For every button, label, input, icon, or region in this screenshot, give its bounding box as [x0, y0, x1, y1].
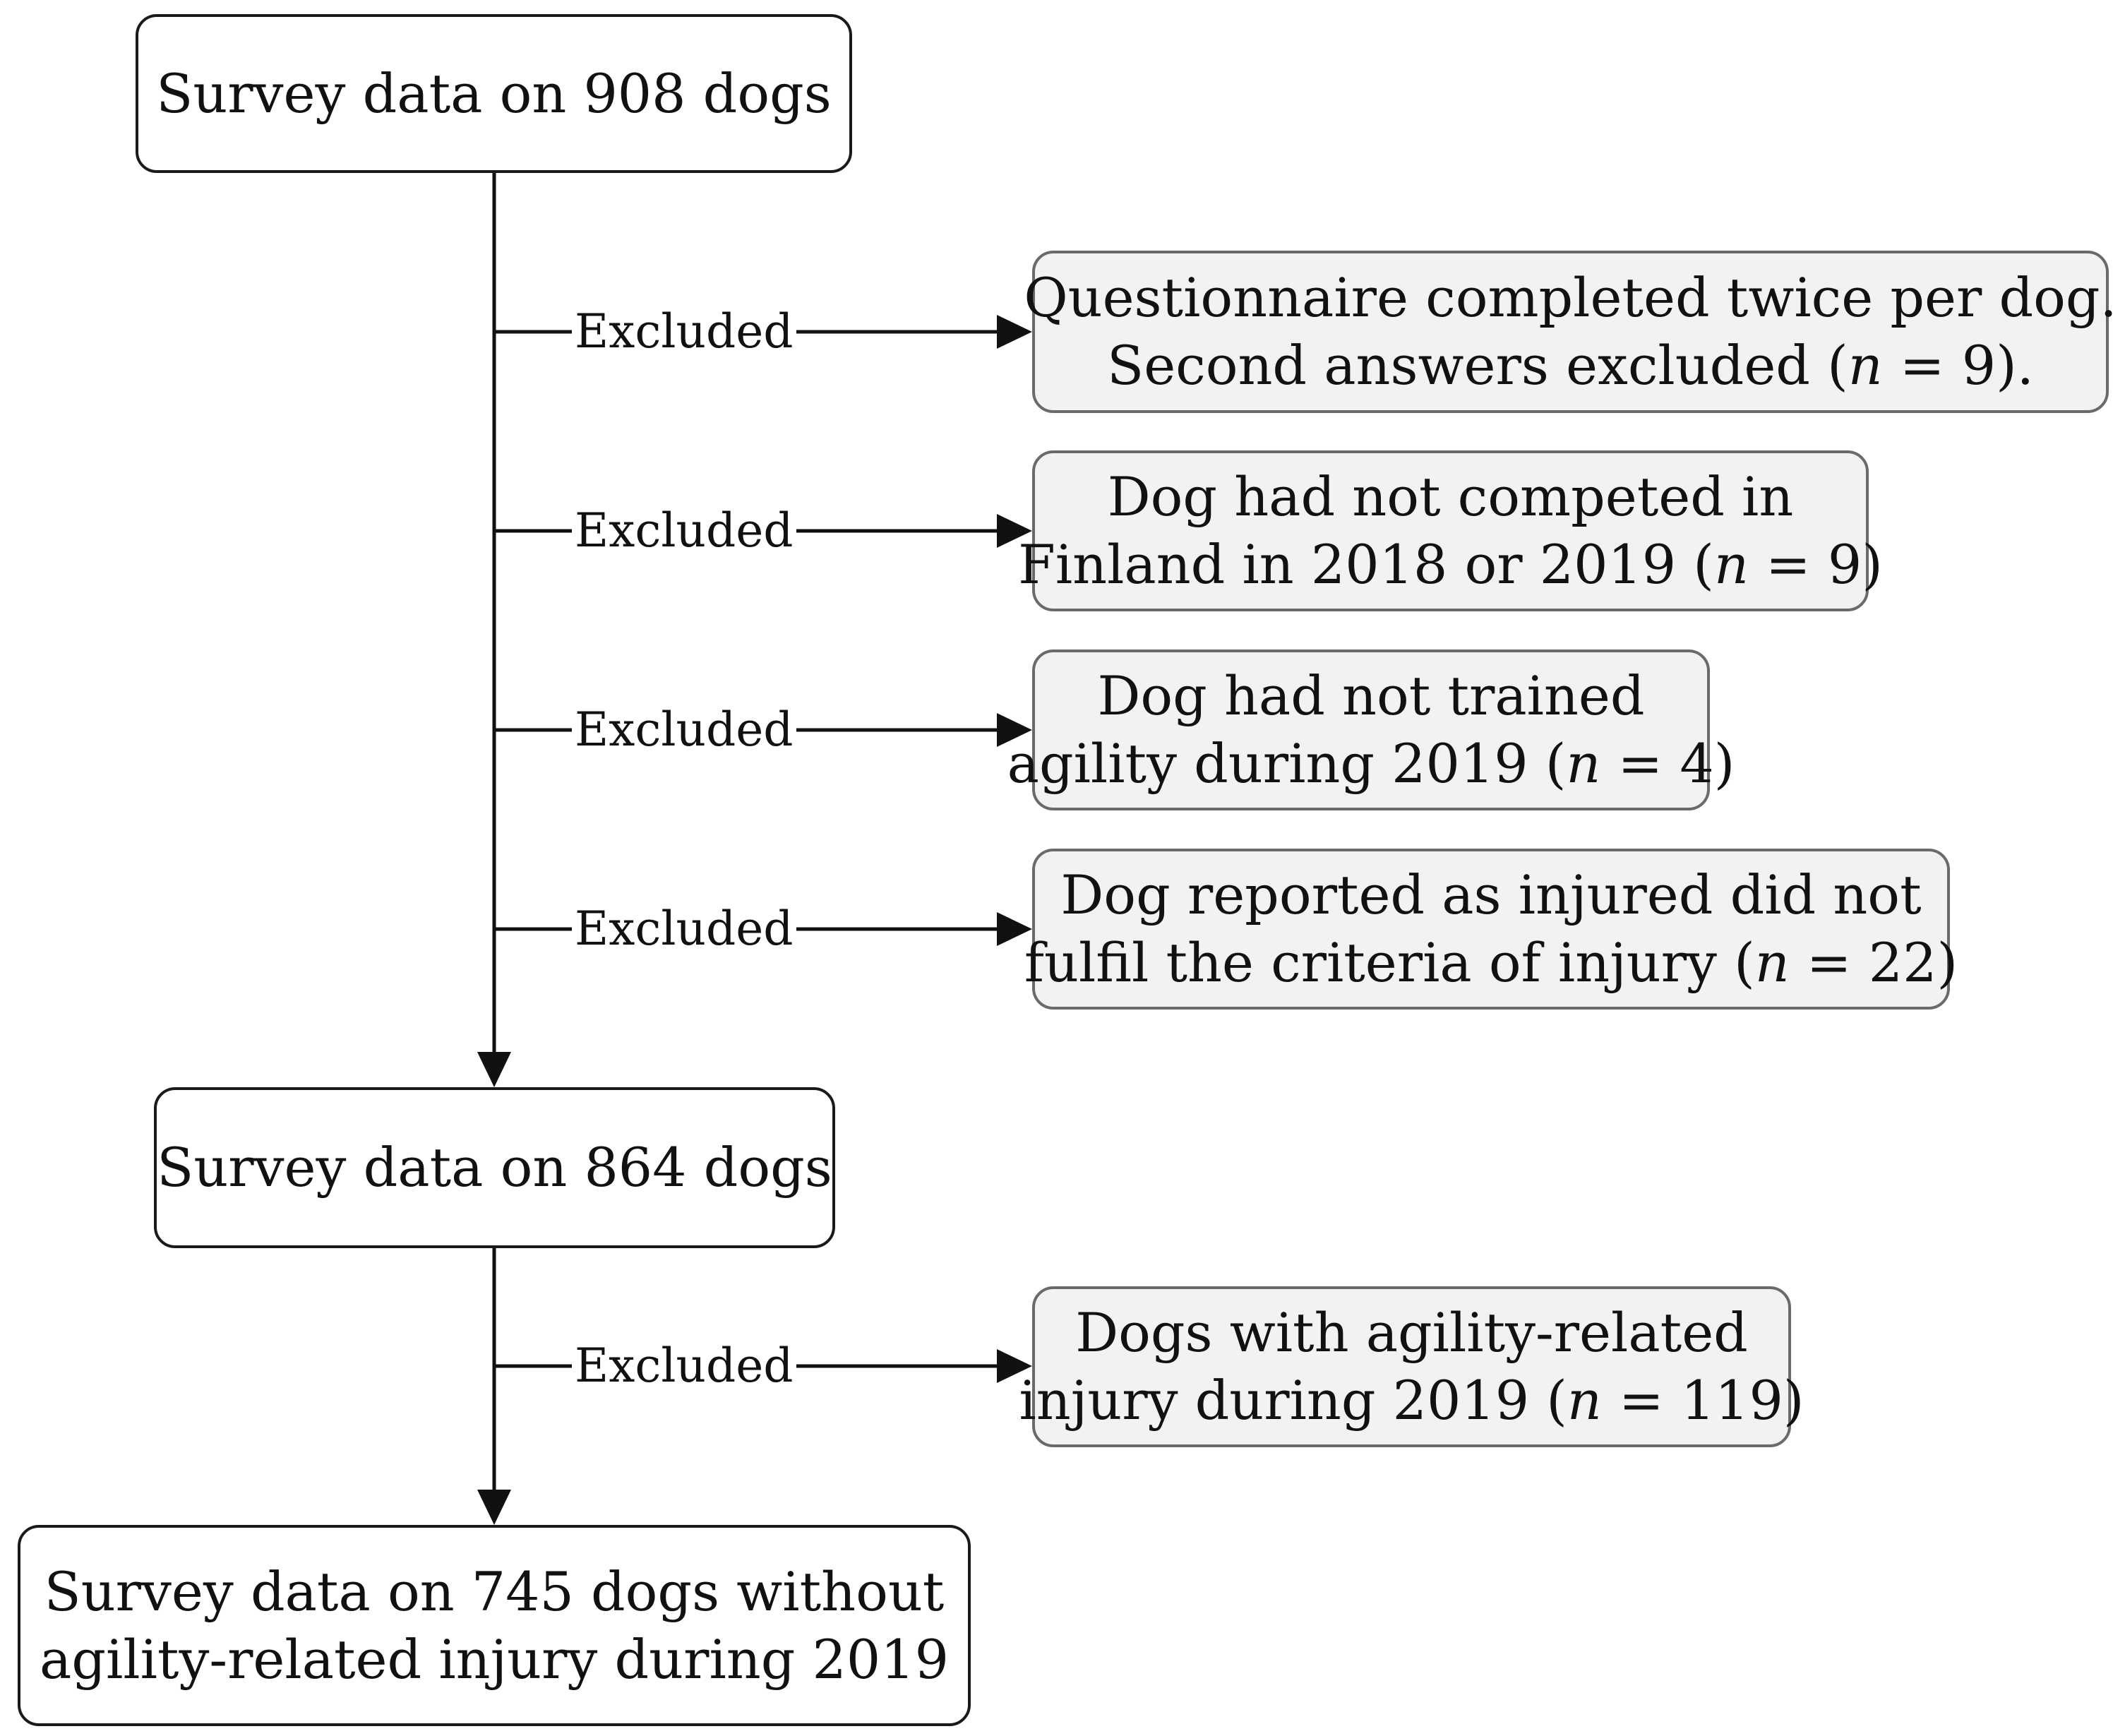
- node-mid-line-1: Survey data on 864 dogs: [157, 1136, 832, 1199]
- exclusion-box-5-text-post: = 119): [1601, 1369, 1804, 1432]
- exclusion-box-5-line-2: injury during 2019 (n = 119): [1019, 1367, 1804, 1435]
- exclusion-box-1-line-1: Questionnaire completed twice per dog.: [1024, 266, 2113, 329]
- exclusion-box-4-line-1: Dog reported as injured did not: [1060, 863, 1922, 926]
- exclusion-box-5: Dogs with agility-related injury during …: [1019, 1286, 1804, 1447]
- arrowhead-right-5: [997, 1349, 1032, 1383]
- exclusion-box-1-n-symbol: n: [1848, 334, 1883, 397]
- exclusion-box-5-text-pre: injury during 2019 (: [1019, 1369, 1567, 1432]
- exclusion-box-4-text-post: = 22): [1789, 931, 1958, 994]
- exclusion-box-4-n-symbol: n: [1754, 931, 1790, 994]
- exclusion-box-3-text-pre: agility during 2019 (: [1007, 732, 1567, 795]
- exclusion-box-2-line-1: Dog had not competed in: [1107, 465, 1794, 528]
- exclusion-box-1-line-2: Second answers excluded (n = 9).: [1024, 332, 2113, 400]
- node-start-line-1: Survey data on 908 dogs: [156, 61, 832, 125]
- edge-label-excluded-1: Excluded: [572, 305, 796, 359]
- edge-label-excluded-2: Excluded: [572, 504, 796, 558]
- exclusion-box-1-text-post: = 9).: [1882, 334, 2034, 397]
- exclusion-box-2-text-pre: Finland in 2018 or 2019 (: [1018, 533, 1714, 596]
- exclusion-box-1-text-pre: Second answers excluded (: [1107, 334, 1848, 397]
- node-final-line-1: Survey data on 745 dogs without: [44, 1560, 945, 1623]
- exclusion-box-3-text-post: = 4): [1600, 732, 1735, 795]
- arrowhead-right-2: [997, 514, 1032, 548]
- exclusion-box-2: Dog had not competed in Finland in 2018 …: [1018, 450, 1883, 611]
- arrowhead-down-1: [477, 1052, 511, 1087]
- exclusion-box-1: Questionnaire completed twice per dog. S…: [1024, 251, 2113, 413]
- exclusion-box-2-line-2: Finland in 2018 or 2019 (n = 9): [1018, 531, 1883, 599]
- exclusion-box-3-n-symbol: n: [1566, 732, 1601, 795]
- exclusion-box-4-line-2: fulfil the criteria of injury (n = 22): [1024, 929, 1958, 997]
- edge-label-excluded-4: Excluded: [572, 902, 796, 956]
- arrowhead-right-4: [997, 912, 1032, 946]
- edge-label-excluded-5: Excluded: [572, 1339, 796, 1393]
- exclusion-box-4-text-pre: fulfil the criteria of injury (: [1024, 931, 1755, 994]
- exclusion-box-4: Dog reported as injured did not fulfil t…: [1024, 849, 1958, 1010]
- arrowhead-right-3: [997, 713, 1032, 747]
- node-mid: Survey data on 864 dogs: [154, 1087, 835, 1248]
- node-start: Survey data on 908 dogs: [136, 14, 852, 173]
- exclusion-box-2-n-symbol: n: [1713, 533, 1749, 596]
- edge-label-excluded-3: Excluded: [572, 703, 796, 757]
- arrowhead-down-2: [477, 1490, 511, 1525]
- arrowhead-right-1: [997, 315, 1032, 349]
- exclusion-box-5-line-1: Dogs with agility-related: [1075, 1301, 1748, 1364]
- exclusion-box-3: Dog had not trained agility during 2019 …: [1007, 649, 1735, 810]
- node-final-line-2: agility-related injury during 2019: [40, 1627, 949, 1691]
- exclusion-box-3-line-1: Dog had not trained: [1097, 664, 1645, 727]
- node-final: Survey data on 745 dogs without agility-…: [18, 1525, 971, 1726]
- exclusion-box-2-text-post: = 9): [1748, 533, 1883, 596]
- exclusion-box-3-line-2: agility during 2019 (n = 4): [1007, 730, 1735, 798]
- exclusion-box-5-n-symbol: n: [1567, 1369, 1602, 1432]
